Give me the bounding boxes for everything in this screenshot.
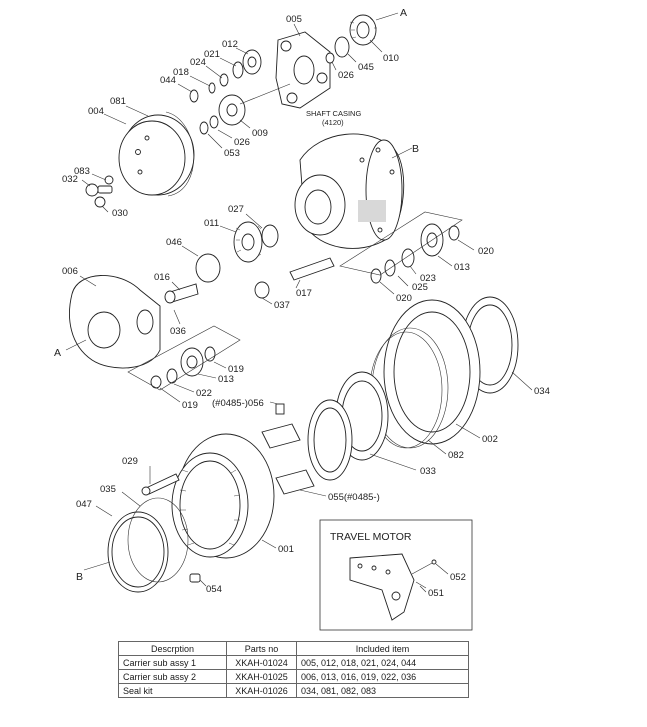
row-part-number: XKAH-01025 — [226, 669, 297, 684]
callout-032: 032 — [62, 174, 78, 185]
row-description: Carrier sub assy 2 — [118, 669, 227, 684]
table-row: Carrier sub assy 2 XKAH-01025 006, 013, … — [118, 669, 469, 684]
callout-013-lower: 013 — [218, 374, 234, 385]
callout-a-left: A — [54, 347, 61, 359]
row-description: Seal kit — [118, 683, 227, 698]
header-description: Descrption — [118, 641, 227, 656]
ring-gear-001-group — [107, 433, 275, 593]
callout-026-top: 026 — [338, 70, 354, 81]
callout-020-lower: 020 — [396, 293, 412, 304]
leader-lines — [65, 12, 533, 593]
callout-036: 036 — [170, 326, 186, 337]
carrier-006-group — [69, 275, 241, 391]
callout-labels: 005 A 010 045 026 012 021 024 018 044 00… — [54, 7, 550, 599]
header-included-item: Included item — [296, 641, 469, 656]
row-included-items: 034, 081, 082, 083 — [296, 683, 469, 698]
travel-motor-inset: TRAVEL MOTOR — [319, 519, 473, 631]
callout-083: 083 — [74, 166, 90, 177]
row-description: Carrier sub assy 1 — [118, 655, 227, 670]
row-part-number: XKAH-01026 — [226, 683, 297, 698]
table-row: Carrier sub assy 1 XKAH-01024 005, 012, … — [118, 655, 469, 670]
callout-005: 005 — [286, 14, 302, 25]
callout-019-right: 019 — [228, 364, 244, 375]
callout-056: (#0485-)056 — [212, 398, 264, 409]
callout-018: 018 — [173, 67, 189, 78]
shaft-casing-line1: SHAFT CASING — [306, 109, 361, 118]
inset-title: TRAVEL MOTOR — [330, 531, 412, 543]
row-included-items: 005, 012, 018, 021, 024, 044 — [296, 655, 469, 670]
callout-023: 023 — [420, 273, 436, 284]
callout-082: 082 — [448, 450, 464, 461]
callout-b-left: B — [76, 571, 83, 583]
callout-030: 030 — [112, 208, 128, 219]
bearing-rings-group — [261, 296, 519, 495]
callout-019-lower: 019 — [182, 400, 198, 411]
callout-051: 051 — [428, 588, 444, 599]
callout-a-top: A — [400, 7, 407, 19]
callout-022: 022 — [196, 388, 212, 399]
callout-020-right: 020 — [478, 246, 494, 257]
callout-081: 081 — [110, 96, 126, 107]
callout-047: 047 — [76, 499, 92, 510]
callout-002: 002 — [482, 434, 498, 445]
parts-table: Descrption Parts no Included item Carrie… — [118, 641, 469, 698]
callout-013-right: 013 — [454, 262, 470, 273]
callout-012: 012 — [222, 39, 238, 50]
shaft-casing-line2: (4120) — [322, 118, 344, 127]
row-part-number: XKAH-01024 — [226, 655, 297, 670]
callout-001: 001 — [278, 544, 294, 555]
callout-055: 055(#0485-) — [328, 492, 380, 503]
header-parts-no: Parts no — [226, 641, 297, 656]
carrier-005-group — [189, 14, 377, 135]
exploded-parts-diagram: TRAVEL MOTOR 005 — [54, 7, 550, 631]
callout-009: 009 — [252, 128, 268, 139]
callout-035: 035 — [100, 484, 116, 495]
callout-054: 054 — [206, 584, 222, 595]
callout-025: 025 — [412, 282, 428, 293]
callout-024: 024 — [190, 57, 206, 68]
callout-021: 021 — [204, 49, 220, 60]
callout-004: 004 — [88, 106, 104, 117]
callout-052: 052 — [450, 572, 466, 583]
callout-b-right: B — [412, 143, 419, 155]
callout-053: 053 — [224, 148, 240, 159]
callout-027: 027 — [228, 204, 244, 215]
callout-034: 034 — [534, 386, 550, 397]
table-row: Seal kit XKAH-01026 034, 081, 082, 083 — [118, 683, 469, 698]
table-header-row: Descrption Parts no Included item — [118, 641, 469, 656]
callout-029: 029 — [122, 456, 138, 467]
housing-b-group — [195, 133, 463, 299]
callout-037: 037 — [274, 300, 290, 311]
callout-033: 033 — [420, 466, 436, 477]
callout-010: 010 — [383, 53, 399, 64]
callout-045: 045 — [358, 62, 374, 73]
callout-006: 006 — [62, 266, 78, 277]
row-included-items: 006, 013, 016, 019, 022, 036 — [296, 669, 469, 684]
callout-017: 017 — [296, 288, 312, 299]
callout-046: 046 — [166, 237, 182, 248]
callout-011: 011 — [204, 218, 219, 229]
cover-004-group — [85, 111, 195, 208]
callout-044: 044 — [160, 75, 176, 86]
callout-026-mid: 026 — [234, 137, 250, 148]
callout-016: 016 — [154, 272, 170, 283]
